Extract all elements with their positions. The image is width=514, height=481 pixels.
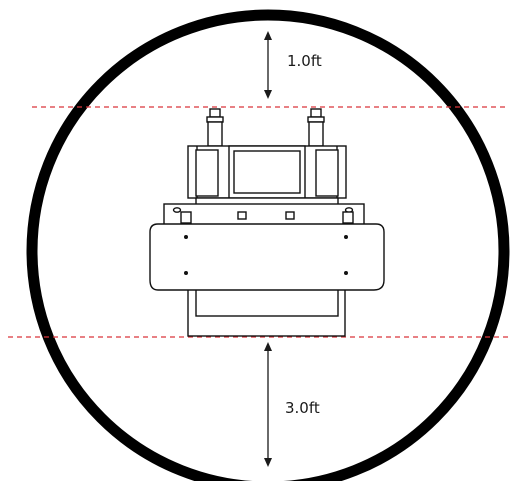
- arrow-up-icon: [264, 31, 272, 40]
- front-panel: [149, 223, 385, 291]
- right-connector-post: [307, 108, 325, 147]
- top-clearance-dimension: [264, 31, 272, 99]
- left-connector-post: [206, 108, 224, 147]
- bottom-clearance-label: 3.0ft: [285, 399, 320, 417]
- equipment-top-view: [149, 108, 385, 337]
- panel-screws: [184, 235, 348, 275]
- bottom-clearance-dimension: [264, 342, 272, 467]
- mounting-holes: [172, 207, 354, 224]
- arrow-down-icon: [264, 458, 272, 467]
- left-rail: [195, 149, 219, 197]
- mounting-plate: [163, 203, 365, 227]
- clearance-circle: [26, 9, 510, 481]
- right-rail: [315, 149, 339, 197]
- arrow-down-icon: [264, 90, 272, 99]
- arrow-up-icon: [264, 342, 272, 351]
- top-clearance-label: 1.0ft: [287, 52, 322, 70]
